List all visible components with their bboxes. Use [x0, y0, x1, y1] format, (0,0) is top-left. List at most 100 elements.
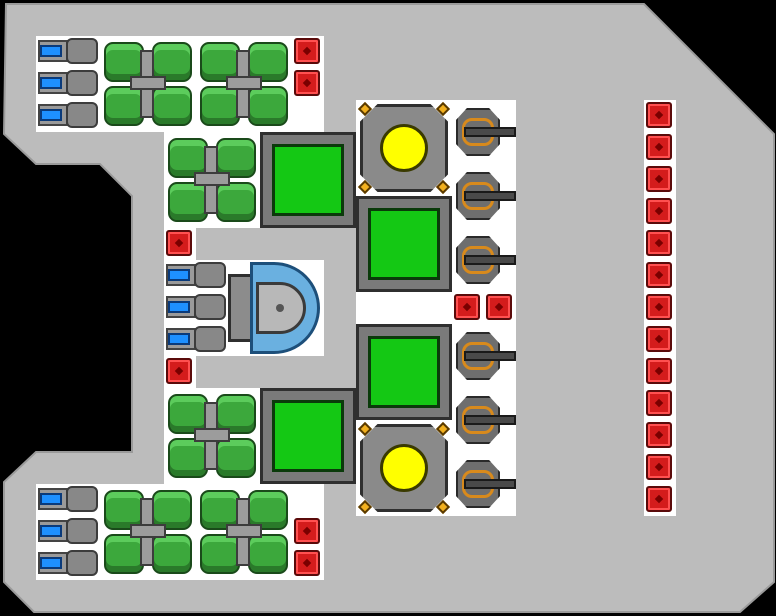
cargo-hold[interactable] [356, 196, 452, 292]
armor-block[interactable] [166, 358, 192, 384]
gun-barrel [464, 127, 516, 137]
fuel-cylinder [104, 42, 144, 82]
armor-block[interactable] [294, 550, 320, 576]
fuel-pipe [194, 428, 230, 442]
armor-block[interactable] [646, 230, 672, 256]
fuel-pipe [194, 172, 230, 186]
cargo-hold[interactable] [356, 324, 452, 420]
thruster-flame-icon [168, 269, 190, 281]
thruster-body [194, 294, 226, 320]
gun-turret[interactable] [452, 390, 516, 450]
fuel-tank[interactable] [196, 484, 292, 580]
thruster-body [66, 102, 98, 128]
thruster[interactable] [36, 516, 100, 546]
thruster-flame-icon [40, 109, 62, 121]
fuel-cylinder [152, 42, 192, 82]
thruster[interactable] [36, 548, 100, 578]
armor-block[interactable] [646, 294, 672, 320]
fuel-cylinder [200, 86, 240, 126]
fuel-cylinder [104, 534, 144, 574]
cargo-fill [368, 336, 440, 408]
thruster-flame-icon [40, 525, 62, 537]
thruster-body [66, 550, 98, 576]
armor-block[interactable] [646, 262, 672, 288]
gun-barrel [464, 415, 516, 425]
thruster[interactable] [36, 484, 100, 514]
fuel-cylinder [168, 394, 208, 434]
thruster-flame-icon [40, 45, 62, 57]
armor-block[interactable] [646, 486, 672, 512]
thruster-body [194, 262, 226, 288]
fuel-tank[interactable] [100, 36, 196, 132]
fuel-cylinder [168, 438, 208, 478]
thruster-flame-icon [40, 557, 62, 569]
fuel-cylinder [168, 182, 208, 222]
thruster-body [66, 38, 98, 64]
thruster[interactable] [36, 36, 100, 66]
thruster-flame-icon [168, 333, 190, 345]
armor-block[interactable] [646, 422, 672, 448]
fuel-cylinder [200, 534, 240, 574]
cargo-hold[interactable] [260, 132, 356, 228]
gun-turret[interactable] [452, 166, 516, 226]
armor-block[interactable] [646, 358, 672, 384]
fuel-tank[interactable] [100, 484, 196, 580]
thruster[interactable] [36, 100, 100, 130]
fuel-cylinder [152, 534, 192, 574]
fuel-cylinder [104, 490, 144, 530]
thruster-body [66, 518, 98, 544]
fuel-cylinder [216, 438, 256, 478]
fuel-tank[interactable] [164, 132, 260, 228]
fuel-cylinder [152, 86, 192, 126]
fuel-pipe [226, 76, 262, 90]
gun-turret[interactable] [452, 102, 516, 162]
thruster[interactable] [164, 260, 228, 290]
thruster-flame-icon [40, 77, 62, 89]
thruster[interactable] [36, 68, 100, 98]
thruster-flame-icon [40, 493, 62, 505]
gun-turret[interactable] [452, 454, 516, 514]
armor-block[interactable] [166, 230, 192, 256]
cargo-fill [272, 144, 344, 216]
armor-block[interactable] [294, 518, 320, 544]
armor-block[interactable] [454, 294, 480, 320]
fuel-tank[interactable] [164, 388, 260, 484]
cockpit-pilot-icon [276, 304, 284, 312]
armor-block[interactable] [486, 294, 512, 320]
armor-block[interactable] [646, 102, 672, 128]
thruster-body [194, 326, 226, 352]
fuel-cylinder [248, 86, 288, 126]
thruster-flame-icon [168, 301, 190, 313]
thruster[interactable] [164, 292, 228, 322]
cargo-hold[interactable] [260, 388, 356, 484]
fuel-pipe [130, 524, 166, 538]
armor-block[interactable] [294, 38, 320, 64]
fuel-pipe [130, 76, 166, 90]
fuel-cylinder [200, 490, 240, 530]
gun-barrel [464, 479, 516, 489]
armor-block[interactable] [646, 134, 672, 160]
cockpit[interactable] [228, 260, 324, 356]
fuel-tank[interactable] [196, 36, 292, 132]
gun-barrel [464, 191, 516, 201]
armor-block[interactable] [294, 70, 320, 96]
fuel-cylinder [248, 534, 288, 574]
armor-block[interactable] [646, 326, 672, 352]
fuel-cylinder [104, 86, 144, 126]
armor-block[interactable] [646, 166, 672, 192]
gun-turret[interactable] [452, 326, 516, 386]
cargo-fill [272, 400, 344, 472]
armor-block[interactable] [646, 390, 672, 416]
armor-block[interactable] [646, 198, 672, 224]
fuel-cylinder [216, 182, 256, 222]
reactor[interactable] [356, 100, 452, 196]
gun-barrel [464, 255, 516, 265]
reactor-core [380, 124, 428, 172]
gun-turret[interactable] [452, 230, 516, 290]
thruster[interactable] [164, 324, 228, 354]
reactor[interactable] [356, 420, 452, 516]
thruster-body [66, 70, 98, 96]
armor-block[interactable] [646, 454, 672, 480]
thruster-body [66, 486, 98, 512]
